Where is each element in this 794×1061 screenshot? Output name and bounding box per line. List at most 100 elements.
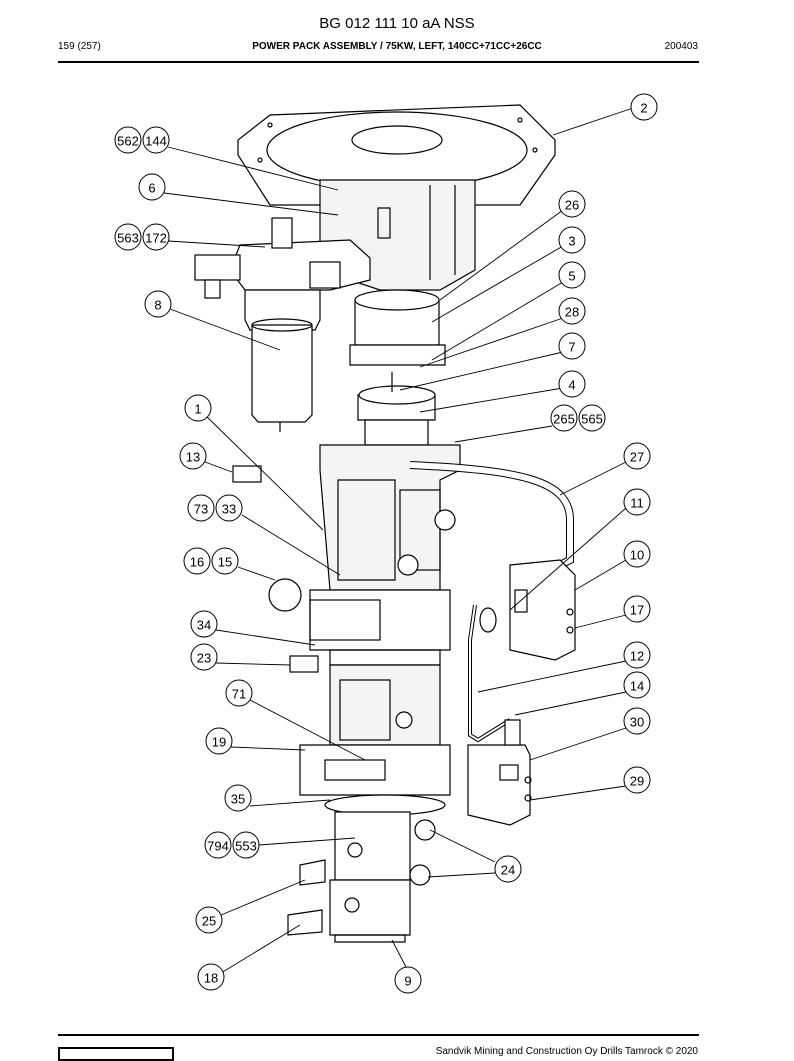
svg-text:26: 26 (565, 198, 579, 213)
svg-text:25: 25 (202, 914, 216, 929)
callout-4: 4 (558, 370, 586, 398)
callout-30: 30 (623, 707, 651, 735)
svg-text:17: 17 (630, 603, 644, 618)
callout-172: 172 (142, 223, 170, 251)
fitting-13 (232, 465, 262, 483)
svg-text:16: 16 (190, 555, 204, 570)
svg-text:565: 565 (581, 412, 603, 427)
callout-34: 34 (190, 610, 218, 638)
svg-text:562: 562 (117, 134, 139, 149)
svg-text:553: 553 (235, 839, 257, 854)
svg-text:5: 5 (568, 269, 575, 284)
svg-text:265: 265 (553, 412, 575, 427)
callout-12: 12 (623, 641, 651, 669)
svg-text:35: 35 (231, 792, 245, 807)
svg-text:24: 24 (501, 863, 515, 878)
callout-10: 10 (623, 540, 651, 568)
sandvik-logo (58, 1047, 174, 1061)
svg-text:15: 15 (218, 555, 232, 570)
callout-562: 562 (114, 126, 142, 154)
svg-text:34: 34 (197, 618, 211, 633)
callout-26: 26 (558, 190, 586, 218)
callout-1: 1 (184, 394, 212, 422)
main-pump (268, 444, 461, 666)
document-code: BG 012 111 10 aA NSS (319, 15, 475, 32)
svg-text:12: 12 (630, 649, 644, 664)
svg-text:14: 14 (630, 679, 644, 694)
valve-block-lower (467, 719, 532, 826)
callout-8: 8 (144, 290, 172, 318)
svg-text:6: 6 (148, 181, 155, 196)
svg-text:11: 11 (630, 496, 644, 511)
svg-text:73: 73 (194, 502, 208, 517)
svg-text:7: 7 (568, 340, 575, 355)
footer-copyright: Sandvik Mining and Construction Oy Drill… (435, 1046, 698, 1057)
svg-text:563: 563 (117, 231, 139, 246)
callout-15: 15 (211, 547, 239, 575)
second-pump (299, 664, 451, 816)
callout-19: 19 (205, 727, 233, 755)
callout-71: 71 (225, 679, 253, 707)
page-number: 159 (257) (58, 41, 101, 52)
callout-13: 13 (179, 442, 207, 470)
svg-text:71: 71 (232, 687, 246, 702)
callout-17: 17 (623, 595, 651, 623)
callout-33: 33 (215, 494, 243, 522)
callout-2: 2 (630, 93, 658, 121)
callout-6: 6 (138, 173, 166, 201)
footer-rule (58, 1034, 699, 1036)
callout-553: 553 (232, 831, 260, 859)
callout-24: 24 (494, 855, 522, 883)
callout-265: 265 (550, 404, 578, 432)
callout-23: 23 (190, 643, 218, 671)
return-filter (194, 217, 371, 432)
callout-563: 563 (114, 223, 142, 251)
callout-28: 28 (558, 297, 586, 325)
gear-pumps (287, 811, 436, 943)
date-code: 200403 (664, 41, 698, 52)
callout-11: 11 (623, 488, 651, 516)
callout-29: 29 (623, 766, 651, 794)
svg-text:13: 13 (186, 450, 200, 465)
svg-text:27: 27 (630, 450, 644, 465)
svg-text:3: 3 (568, 234, 575, 249)
svg-text:1: 1 (194, 402, 201, 417)
svg-text:19: 19 (212, 735, 226, 750)
mounting-flange (237, 104, 556, 206)
callout-35: 35 (224, 784, 252, 812)
svg-text:144: 144 (145, 134, 167, 149)
svg-text:23: 23 (197, 651, 211, 666)
callout-14: 14 (623, 671, 651, 699)
leader-lines (163, 107, 634, 974)
valve-block-upper (479, 559, 576, 661)
header-rule (58, 61, 699, 63)
callout-794: 794 (204, 831, 232, 859)
fitting-23 (289, 655, 319, 673)
callout-5: 5 (558, 261, 586, 289)
callout-25: 25 (195, 906, 223, 934)
callout-16: 16 (183, 547, 211, 575)
svg-text:18: 18 (204, 971, 218, 986)
callout-9: 9 (394, 966, 422, 994)
coupling (349, 289, 446, 446)
svg-text:9: 9 (404, 974, 411, 989)
svg-text:28: 28 (565, 305, 579, 320)
svg-text:33: 33 (222, 502, 236, 517)
callout-7: 7 (558, 332, 586, 360)
drain-line (468, 604, 512, 743)
svg-text:172: 172 (145, 231, 167, 246)
svg-text:4: 4 (568, 378, 575, 393)
callout-18: 18 (197, 963, 225, 991)
callout-3: 3 (558, 226, 586, 254)
callout-73: 73 (187, 494, 215, 522)
svg-text:8: 8 (154, 298, 161, 313)
svg-text:2: 2 (640, 101, 647, 116)
svg-text:10: 10 (630, 548, 644, 563)
callout-27: 27 (623, 442, 651, 470)
page-title: POWER PACK ASSEMBLY / 75KW, LEFT, 140CC+… (252, 41, 542, 52)
svg-text:30: 30 (630, 715, 644, 730)
callout-565: 565 (578, 404, 606, 432)
svg-text:29: 29 (630, 774, 644, 789)
